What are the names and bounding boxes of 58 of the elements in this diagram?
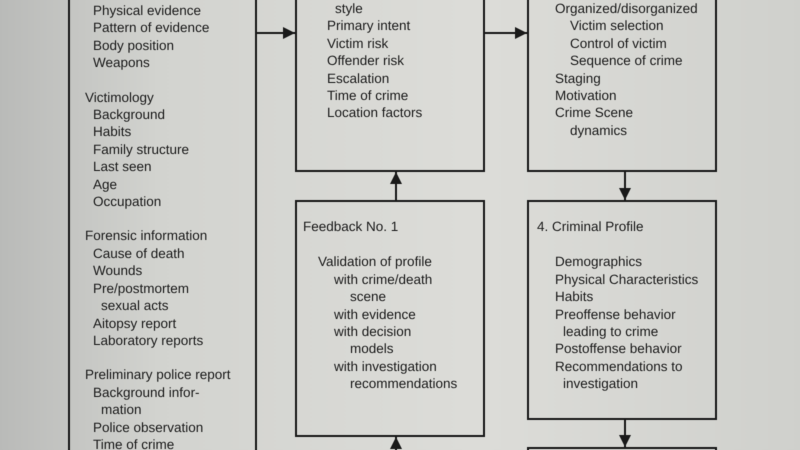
list-item: Staging [555,70,602,88]
list-item: Occupation [92,193,162,210]
list-item: Victimology [85,88,155,106]
list-item: Crime Scene dynamics [555,104,634,140]
arrow [619,420,631,447]
process-box [295,0,485,172]
arrow [390,437,402,450]
list-item: Victim selection [569,17,665,35]
list-item: Aitopsy report [92,314,178,332]
list-item: Preoffense behavior leading to crime [554,306,677,340]
list-item: Pre/postmortem sexual acts [92,280,190,314]
list-item: Physical evidence [92,2,202,20]
list-item: Sequence of crime [569,52,684,70]
list-item: Habits [92,123,132,141]
process-box [295,200,485,437]
list-item: with investigation recommendations [333,358,458,393]
list-item: Recommendations to investigation [554,358,684,393]
list-item: Age [92,176,118,194]
list-item: Offender risk [327,52,406,70]
list-item: Control of victim [569,34,668,52]
list-item: Organized/disorganized [555,0,698,18]
list-item: Time of crime [92,436,176,450]
list-item: Preliminary police report [85,366,231,384]
list-item: Wounds [92,262,144,280]
list-item: with evidence [333,306,417,324]
list-item: Habits [554,288,594,306]
list-item: Family structure [92,140,190,158]
process-box [527,447,717,450]
list-item: Pattern of evidence [92,19,210,37]
list-item: Background infor-mation [92,384,201,419]
list-item: Physical Characteristics [554,270,700,288]
arrow [485,27,527,39]
process-box [527,200,717,420]
arrow [619,172,631,200]
list-item: Escalation [327,70,390,88]
arrow [257,27,295,39]
list-item: Police observation [92,418,204,436]
box-heading: 4. Criminal Profile [537,218,645,236]
process-box [527,0,717,172]
arrow [390,172,402,200]
list-item: Forensic information [85,227,208,245]
list-item: Body position [92,36,176,54]
list-item: Last seen [92,158,153,176]
list-item: Validation of profile [317,253,433,271]
info-panel [68,0,257,450]
list-item: Demographics [554,253,644,271]
list-item: Motivation [555,87,618,104]
list-item: style [334,0,364,18]
list-item: Background [92,106,166,124]
list-item: Postoffense behavior [554,340,683,358]
list-item: Location factors [327,104,422,122]
list-item: Primary intent [327,17,412,35]
list-item: Weapons [92,54,151,72]
box-heading: Feedback No. 1 [303,218,400,236]
list-item: Victim risk [327,34,390,52]
list-item: Time of crime [327,87,410,104]
list-item: Cause of death [92,244,186,262]
list-item: Laboratory reports [92,332,204,350]
